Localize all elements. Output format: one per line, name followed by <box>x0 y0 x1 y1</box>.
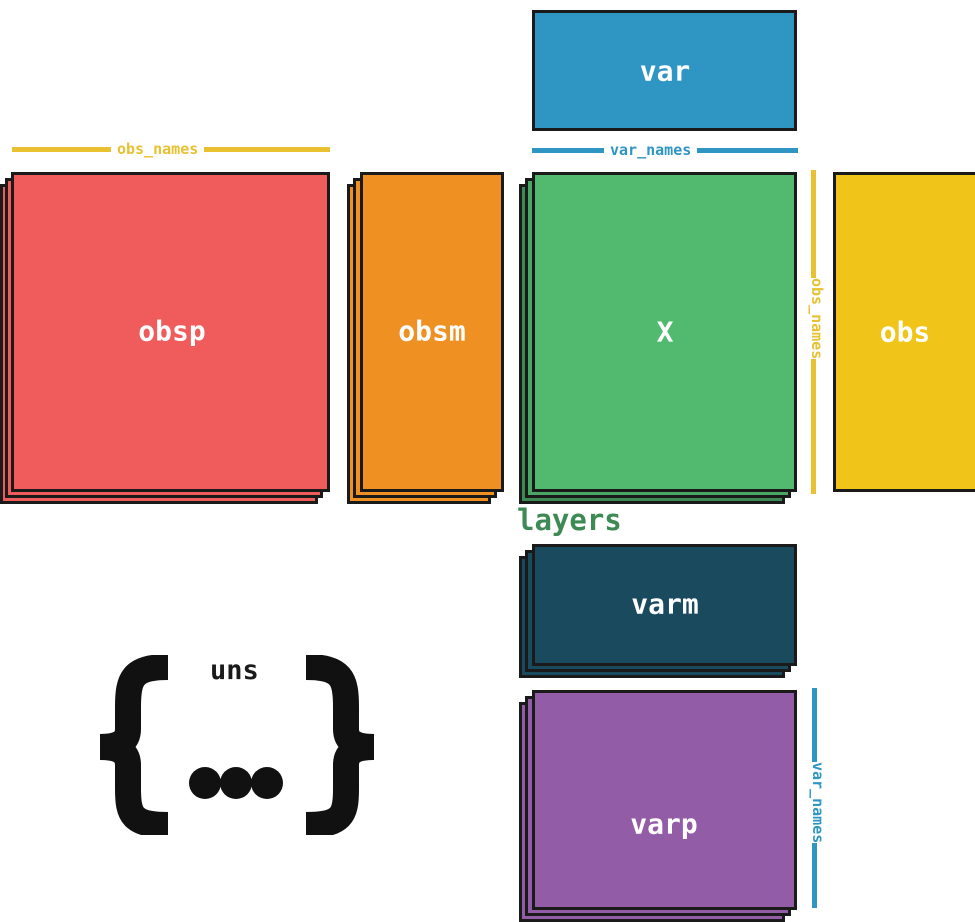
uns-graphic <box>99 655 375 835</box>
obs-box <box>833 172 975 492</box>
obs-label: obs <box>879 315 931 349</box>
varp-box <box>532 690 797 910</box>
obsp-box <box>11 172 330 492</box>
obs-names-label-side: obs_names <box>802 278 832 360</box>
varp-label: varp <box>630 807 698 841</box>
x-box <box>532 172 797 492</box>
right-curly-brace-icon <box>305 655 375 835</box>
x-label: X <box>656 315 674 349</box>
obs-names-label-top: obs_names <box>111 140 205 158</box>
varm-box <box>532 544 797 666</box>
var-names-label-top: var_names <box>604 141 698 159</box>
obsm-box <box>360 172 504 492</box>
layers-label: layers <box>517 503 622 537</box>
obsm-label: obsm <box>398 314 466 348</box>
uns-label: uns <box>210 655 259 686</box>
ellipsis-dots-icon <box>189 767 283 799</box>
obsp-label: obsp <box>138 314 206 348</box>
var-names-label-side: var_names <box>803 762 833 844</box>
varm-label: varm <box>631 587 699 621</box>
var-box <box>532 10 797 131</box>
left-curly-brace-icon <box>99 655 169 835</box>
var-label: var <box>639 54 691 88</box>
